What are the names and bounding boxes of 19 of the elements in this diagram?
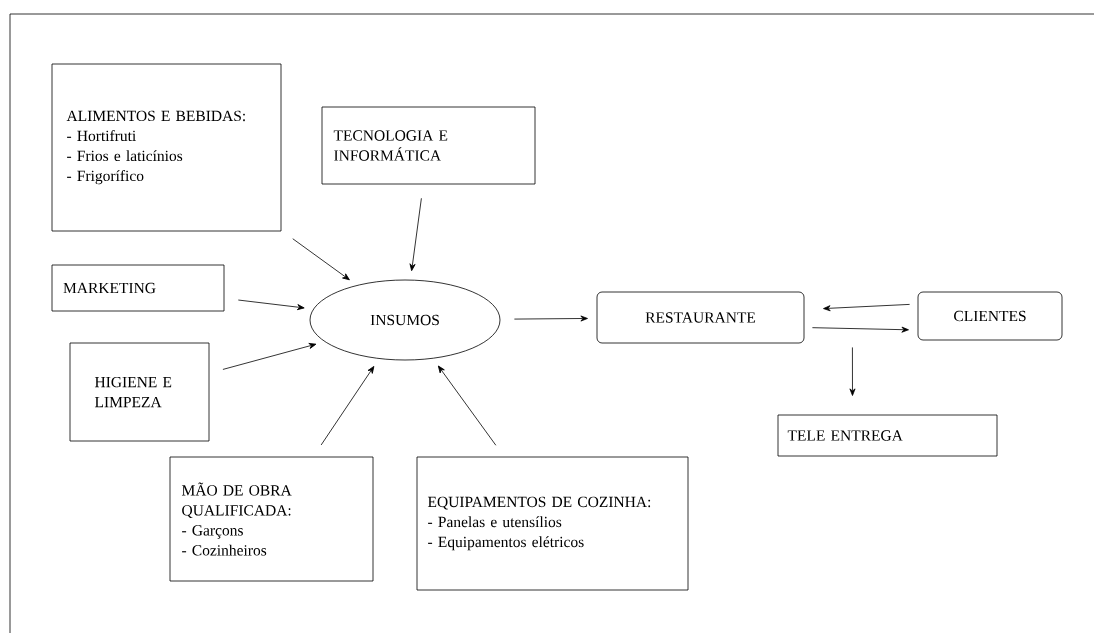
- text-box: ALIMENTOS E BEBIDAS: - Hortifruti - Frios e laticínios - Frigorífico: [51, 63, 282, 232]
- arrow: [222, 343, 317, 370]
- arrow: [849, 347, 856, 396]
- text-box: MARKETING: [51, 264, 225, 312]
- text-box: HIGIENE E LIMPEZA: [69, 342, 210, 442]
- arrow: [292, 238, 350, 281]
- arrow: [409, 197, 422, 272]
- text-box: TECNOLOGIA E INFORMÁTICA: [321, 106, 536, 185]
- text-box: MÃO DE OBRA QUALIFICADA: - Garçons - Cozinheiros: [169, 456, 374, 582]
- arrow: [812, 326, 909, 333]
- arrow: [437, 365, 497, 446]
- arrow: [237, 299, 305, 311]
- arrow: [514, 315, 588, 322]
- arrow: [823, 304, 910, 312]
- arrow: [320, 366, 375, 446]
- text-box: TELE ENTREGA: [777, 414, 998, 457]
- text-box: EQUIPAMENTOS DE COZINHA: - Panelas e utensílios - Equipamentos elétricos: [416, 456, 689, 591]
- rounded-box: RESTAURANTE: [596, 291, 805, 344]
- rounded-box: CLIENTES: [917, 291, 1063, 341]
